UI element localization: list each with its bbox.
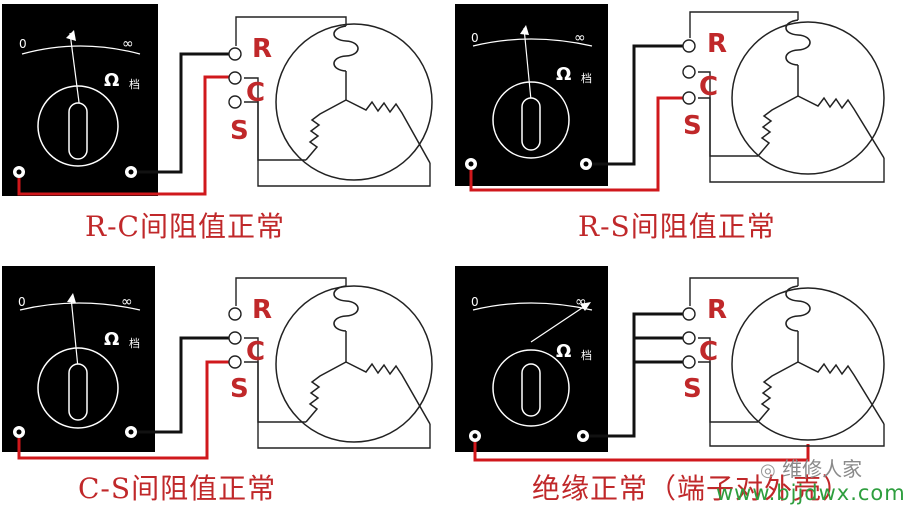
meter-needle — [70, 296, 79, 369]
meter-scale-arc — [21, 45, 141, 55]
range-label: 档 — [129, 77, 140, 91]
needle-tip — [66, 30, 76, 41]
scale-infinity-label: ∞ — [121, 294, 133, 310]
dial-knob — [521, 363, 541, 417]
diagram-panel-rc: 0 ∞ Ω 档 R C S — [2, 4, 433, 196]
red-probe-lead — [17, 360, 232, 460]
scale-infinity-label: ∞ — [122, 36, 134, 52]
needle-tip — [67, 293, 76, 303]
ohm-symbol: Ω — [104, 329, 119, 350]
needle-tip — [580, 302, 591, 311]
range-selector-dial — [492, 349, 570, 427]
multimeter-body — [2, 4, 158, 196]
red-probe-lead — [469, 96, 686, 192]
range-label: 档 — [129, 336, 140, 350]
caption-rs: R-S间阻值正常 — [578, 210, 776, 243]
meter-scale-arc — [19, 302, 141, 311]
diagram-panel-rs: 0 ∞ Ω 档 R C S — [455, 4, 885, 192]
dial-knob — [68, 363, 88, 421]
terminal-c-label: C — [246, 337, 265, 367]
ohm-symbol: Ω — [556, 341, 571, 362]
ohm-symbol: Ω — [104, 70, 119, 91]
black-probe-lead — [137, 336, 232, 434]
terminal-c-label: C — [699, 72, 718, 102]
terminal-c-label: C — [246, 78, 265, 108]
terminal-c-label: C — [699, 337, 718, 367]
wechat-icon: ◎ — [760, 460, 776, 481]
black-probe-lead — [589, 312, 686, 438]
dial-knob — [521, 97, 541, 151]
meter-needle — [523, 27, 532, 101]
terminal-s-label: S — [230, 374, 249, 404]
red-probe-lead — [17, 75, 232, 196]
ohm-symbol: Ω — [556, 64, 571, 85]
multimeter-body — [455, 266, 608, 452]
scale-infinity-label: ∞ — [575, 294, 587, 310]
multimeter-body — [455, 4, 608, 186]
scale-infinity-label: ∞ — [574, 30, 586, 46]
diagram-panel-insulation: 0 ∞ Ω 档 R C S — [455, 266, 885, 462]
needle-tip — [520, 25, 529, 35]
meter-needle — [530, 303, 589, 343]
meter-needle — [69, 32, 81, 111]
scale-zero-label: 0 — [19, 37, 27, 51]
terminal-s-label: S — [683, 374, 702, 404]
motor-winding-schematic — [228, 277, 433, 449]
watermark-brand: ◎ 维修人家 — [760, 453, 862, 482]
black-probe-lead — [137, 52, 232, 174]
watermark-url: www.bjjdwx.com — [716, 481, 906, 505]
terminal-r-label: R — [707, 295, 727, 325]
terminal-s-label: S — [683, 111, 702, 141]
range-selector-dial — [37, 347, 119, 429]
terminal-s-label: S — [230, 116, 249, 146]
watermark-name: 维修人家 — [782, 457, 863, 481]
caption-insulation: 绝缘正常（端子对外壳） — [532, 472, 852, 505]
meter-scale-arc — [472, 302, 593, 311]
diagram-panel-cs: 0 ∞ Ω 档 R C S — [2, 266, 433, 460]
scale-zero-label: 0 — [471, 31, 479, 45]
terminal-r-label: R — [252, 295, 272, 325]
caption-rc: R-C间阻值正常 — [85, 210, 285, 243]
motor-winding-schematic — [682, 11, 885, 183]
meter-scale-arc — [472, 38, 593, 47]
range-label: 档 — [581, 348, 592, 362]
range-selector-dial — [492, 81, 570, 159]
multimeter-body — [2, 266, 155, 452]
motor-winding-schematic — [682, 277, 885, 447]
scale-zero-label: 0 — [18, 295, 26, 309]
range-selector-dial — [37, 85, 119, 167]
terminal-r-label: R — [252, 34, 272, 64]
black-probe-lead — [592, 44, 686, 166]
red-probe-lead — [473, 442, 810, 462]
motor-winding-schematic — [228, 16, 433, 187]
terminal-r-label: R — [707, 29, 727, 59]
scale-zero-label: 0 — [471, 295, 479, 309]
range-label: 档 — [581, 71, 592, 85]
caption-cs: C-S间阻值正常 — [78, 472, 277, 505]
dial-knob — [68, 102, 88, 160]
